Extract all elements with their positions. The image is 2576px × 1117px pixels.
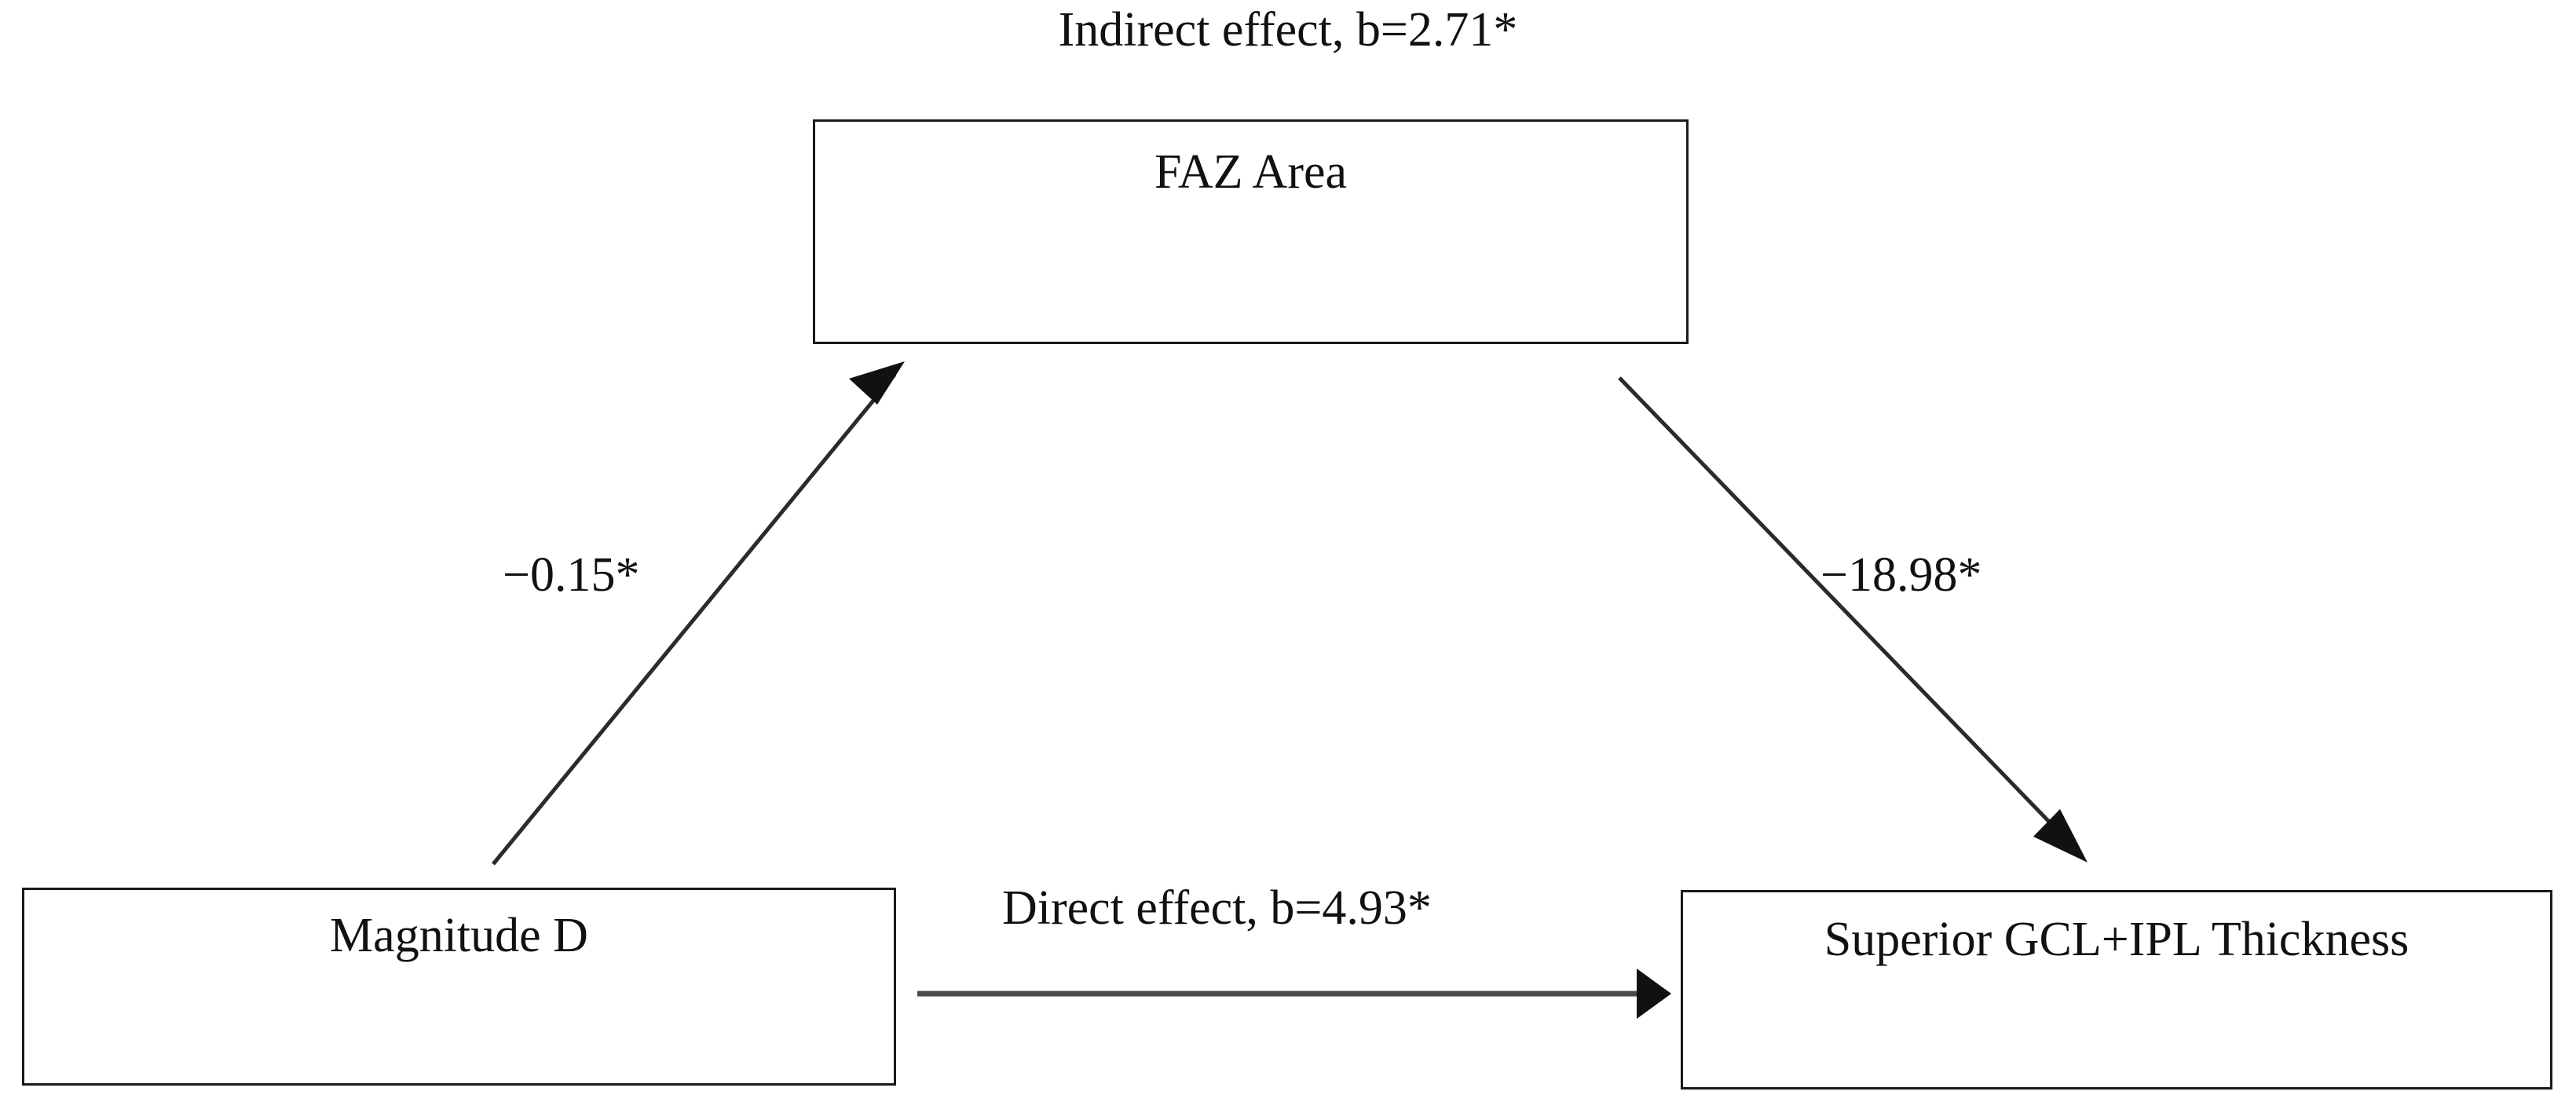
b-path-coefficient-label: −18.98* <box>1820 548 1982 602</box>
arrow-direct-path <box>917 969 1671 1019</box>
arrow-b-path <box>1618 376 2088 862</box>
node-box-magnitude-d: Magnitude D <box>22 888 896 1086</box>
a-path-coefficient-label: −0.15* <box>503 548 640 602</box>
node-label-faz-area: FAZ Area <box>1154 145 1348 199</box>
arrow-a-path <box>492 361 905 866</box>
direct-effect-label: Direct effect, b=4.93* <box>1002 881 1432 935</box>
node-box-faz-area: FAZ Area <box>813 119 1689 344</box>
indirect-effect-label: Indirect effect, b=2.71* <box>1058 3 1518 57</box>
node-label-magnitude-d: Magnitude D <box>330 909 588 962</box>
node-label-superior-gcl-ipl-thickness: Superior GCL+IPL Thickness <box>1824 913 2410 966</box>
node-box-superior-gcl-ipl-thickness: Superior GCL+IPL Thickness <box>1681 890 2552 1090</box>
